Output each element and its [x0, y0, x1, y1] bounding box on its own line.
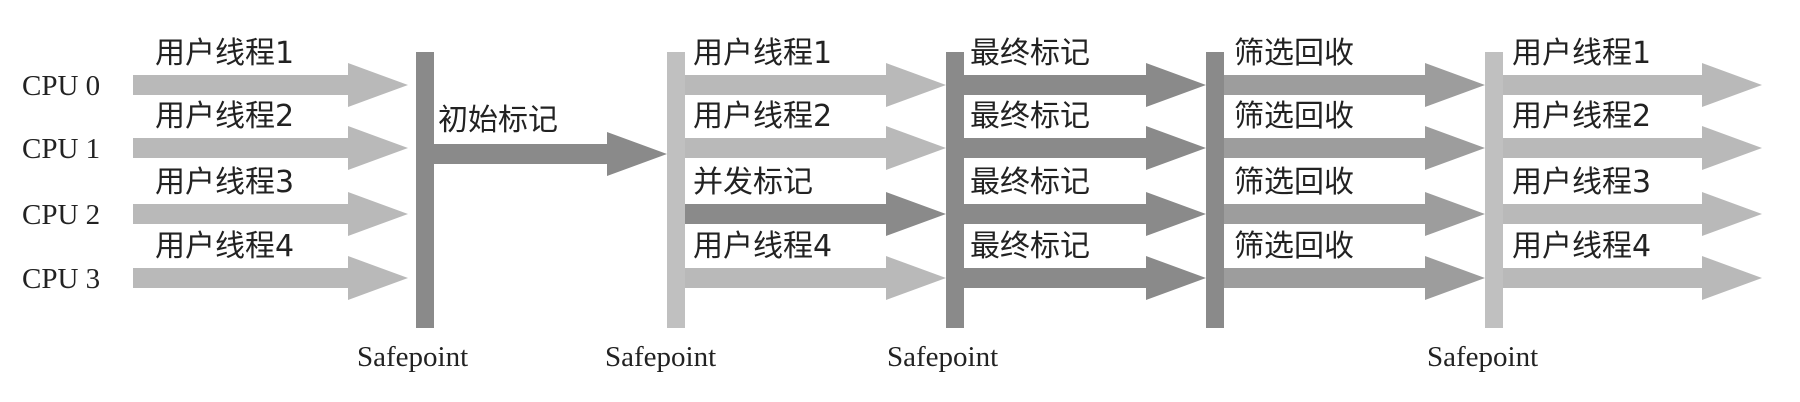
user-thread-arrow-phase3-0 [685, 63, 946, 107]
final-mark-label-0: 最终标记 [970, 36, 1090, 71]
cleanup-arrow-0 [1224, 63, 1485, 107]
user-thread-label-phase1-3: 用户线程4 [155, 229, 294, 264]
user-thread-arrow-phase3-1 [685, 126, 946, 170]
cpu-label-0: CPU 0 [22, 70, 100, 102]
concurrent-mark-label: 并发标记 [693, 165, 813, 200]
final-mark-arrow-1 [964, 126, 1206, 170]
initial-mark-arrow [434, 132, 667, 176]
user-thread-label-phase6-0: 用户线程1 [1512, 36, 1651, 71]
cleanup-label-2: 筛选回收 [1234, 165, 1354, 200]
cleanup-label-1: 筛选回收 [1234, 99, 1354, 134]
safepoint-label-2: Safepoint [605, 341, 716, 373]
safepoint-bar-4 [1485, 52, 1503, 328]
user-thread-label-phase3-3: 用户线程4 [693, 229, 832, 264]
user-thread-arrow-phase6-3 [1503, 256, 1762, 300]
cleanup-label-0: 筛选回收 [1234, 36, 1354, 71]
user-thread-label-phase1-0: 用户线程1 [155, 36, 294, 71]
user-thread-label-phase3-0: 用户线程1 [693, 36, 832, 71]
user-thread-arrow-phase6-1 [1503, 126, 1762, 170]
cleanup-bar [1206, 52, 1224, 328]
cpu-label-3: CPU 3 [22, 263, 100, 295]
cpu-label-1: CPU 1 [22, 133, 100, 165]
safepoint-label-1: Safepoint [357, 341, 468, 373]
safepoint-bar-1 [416, 52, 434, 328]
final-mark-arrow-3 [964, 256, 1206, 300]
final-mark-arrow-2 [964, 192, 1206, 236]
user-thread-label-phase1-1: 用户线程2 [155, 99, 294, 134]
cleanup-arrow-3 [1224, 256, 1485, 300]
user-thread-arrow-phase1-0 [133, 63, 408, 107]
final-mark-label-3: 最终标记 [970, 229, 1090, 264]
safepoint-label-3: Safepoint [887, 341, 998, 373]
final-mark-arrow-0 [964, 63, 1206, 107]
user-thread-arrow-phase1-2 [133, 192, 408, 236]
user-thread-label-phase6-1: 用户线程2 [1512, 99, 1651, 134]
cleanup-arrow-1 [1224, 126, 1485, 170]
cleanup-label-3: 筛选回收 [1234, 229, 1354, 264]
final-mark-label-1: 最终标记 [970, 99, 1090, 134]
initial-mark-label: 初始标记 [438, 103, 558, 138]
user-thread-label-phase6-2: 用户线程3 [1512, 165, 1651, 200]
user-thread-label-phase1-2: 用户线程3 [155, 165, 294, 200]
safepoint-label-4: Safepoint [1427, 341, 1538, 373]
safepoint-bar-3 [946, 52, 964, 328]
user-thread-arrow-phase6-0 [1503, 63, 1762, 107]
user-thread-arrow-phase1-1 [133, 126, 408, 170]
user-thread-label-phase3-1: 用户线程2 [693, 99, 832, 134]
user-thread-arrow-phase1-3 [133, 256, 408, 300]
cleanup-arrow-2 [1224, 192, 1485, 236]
user-thread-label-phase6-3: 用户线程4 [1512, 229, 1651, 264]
concurrent-mark-arrow [685, 192, 946, 236]
user-thread-arrow-phase6-2 [1503, 192, 1762, 236]
safepoint-bar-2 [667, 52, 685, 328]
user-thread-arrow-phase3-3 [685, 256, 946, 300]
final-mark-label-2: 最终标记 [970, 165, 1090, 200]
cpu-label-2: CPU 2 [22, 199, 100, 231]
